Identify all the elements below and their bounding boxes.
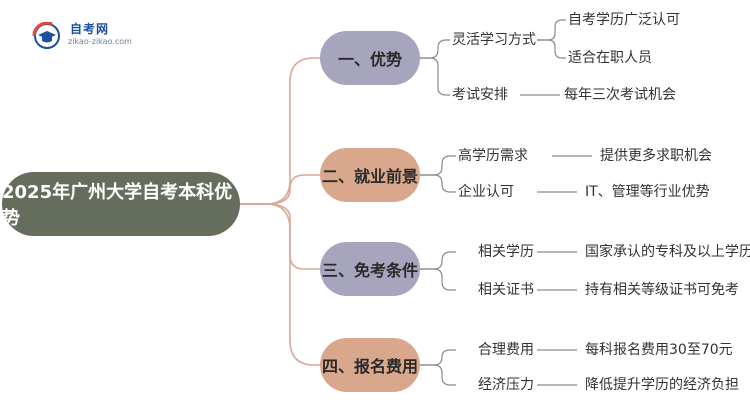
- detail-industry-advantage: IT、管理等行业优势: [585, 184, 710, 200]
- logo: 自考网 zikao-zikao.com: [32, 20, 142, 52]
- branch-employment: 二、就业前景: [320, 148, 420, 202]
- branch-fees: 四、报名费用: [320, 338, 420, 392]
- detail-three-exams: 每年三次考试机会: [564, 87, 676, 103]
- root-node: 2025年广州大学自考本科优势: [2, 172, 240, 236]
- detail-certificate-exempt: 持有相关等级证书可免考: [585, 282, 739, 298]
- detail-fee-range: 每科报名费用30至70元: [585, 342, 733, 358]
- item-flexible-study: 灵活学习方式: [452, 32, 536, 48]
- item-reasonable-fee: 合理费用: [478, 342, 534, 358]
- branch-advantages: 一、优势: [320, 31, 420, 85]
- item-degree-demand: 高学历需求: [458, 148, 528, 164]
- logo-title: 自考网: [70, 22, 110, 36]
- item-related-certificate: 相关证书: [478, 282, 534, 298]
- item-related-degree: 相关学历: [478, 244, 534, 260]
- detail-suits-working: 适合在职人员: [568, 50, 652, 66]
- detail-college-degree: 国家承认的专科及以上学历: [585, 244, 750, 260]
- branch-exemption: 三、免考条件: [320, 242, 420, 296]
- item-exam-schedule: 考试安排: [452, 87, 508, 103]
- detail-widely-recognized: 自考学历广泛认可: [568, 12, 680, 28]
- item-employer-recognition: 企业认可: [458, 184, 514, 200]
- graduation-cap-icon: [32, 22, 60, 49]
- item-economic-pressure: 经济压力: [478, 377, 534, 393]
- logo-url: zikao-zikao.com: [68, 37, 132, 46]
- detail-more-jobs: 提供更多求职机会: [600, 148, 712, 164]
- detail-reduce-burden: 降低提升学历的经济负担: [585, 377, 739, 393]
